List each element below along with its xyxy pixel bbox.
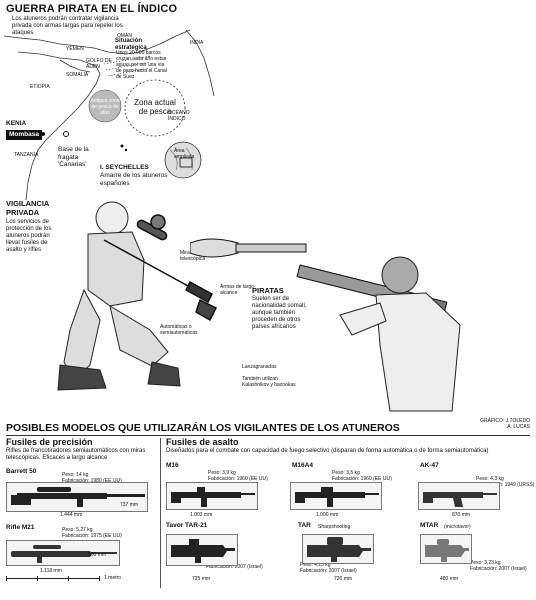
map-label-india: INDIA — [190, 40, 204, 46]
map-label-oman: OMÁN — [117, 33, 132, 39]
gun-dim2-barrett: 1.444 mm — [60, 512, 83, 518]
models-title: POSIBLES MODELOS QUE UTILIZARÁN LOS VIGI… — [6, 422, 400, 434]
callout-tambien: También utilizan Kalashnikov y bazookas — [242, 376, 296, 388]
gun-spec-m16: Peso: 3,9 kg Fabricación: 1960 (EE UU) — [208, 470, 268, 482]
graphic-credit: GRÁFICO: J.TOLEDO A. LUCAS — [480, 418, 530, 430]
inset-label: Área ampliada — [174, 148, 195, 160]
section-divider — [6, 435, 530, 436]
gun-image-tar — [302, 534, 374, 564]
gun-image-tavor — [166, 534, 238, 566]
gun-image-mtar — [420, 534, 472, 564]
gun-image-ak47 — [418, 482, 500, 510]
gun-dim1-barrett: 737 mm — [120, 502, 139, 508]
scale-label: 1 metro — [104, 575, 121, 581]
intro-text: Los atuneros podrán contratar vigilancia… — [12, 16, 123, 36]
gun-name-ak47: AK-47 — [420, 462, 439, 469]
gun-dim1-m21: 560 mm — [88, 552, 107, 558]
map-label-mombasa: Mombasa — [6, 130, 42, 140]
gun-image-m16 — [166, 482, 258, 510]
piratas-text: Suelen ser de nacionalidad somalí, aunqu… — [252, 296, 307, 330]
map-label-yemen: YEMEN — [66, 46, 84, 52]
gun-dim-tavor: 725 mm — [192, 576, 211, 582]
gun-dim-m16: 1.003 mm — [190, 512, 213, 518]
map-label-kenia: KENIA — [6, 120, 27, 127]
inset-globe — [164, 141, 202, 179]
pirate-illustration — [190, 238, 461, 412]
old-zone-label: Antigua zona de pesca de atún — [90, 98, 120, 116]
gun-sub-tar: Sharpshooting — [318, 524, 351, 530]
gun-name-m21: Rifle M21 — [6, 524, 35, 531]
callout-armas-largas: Armas de largo alcance — [220, 284, 254, 296]
gun-dim-tar: 720 mm — [334, 576, 353, 582]
map-label-etiopia: ETIOPÍA — [30, 84, 50, 90]
callout-automaticas: Automáticas o semiautomáticas — [160, 324, 198, 336]
callout-lanzagranadas: Lanzagranadas — [242, 364, 277, 370]
gun-dim-ak47: 870 mm — [452, 512, 471, 518]
precision-desc: Rifles de francotiradores semiautomático… — [6, 448, 146, 461]
map-label-golfo: GOLFO DE ADÉN — [86, 58, 112, 70]
current-zone-label: Zona actual de pesca — [134, 98, 176, 116]
scale-ruler — [6, 576, 100, 581]
gun-dim-m16a4: 1.000 mm — [316, 512, 339, 518]
gun-name-mtar: MTAR — [420, 522, 439, 529]
callout-mira: Mira telescópica — [180, 250, 206, 262]
map-label-somalia: SOMALIA — [66, 72, 89, 78]
strategic-title: Situación estratégica — [115, 38, 147, 51]
gun-spec-tar: Peso: 4,25 kg Fabricación: 2007 (Israel) — [300, 562, 357, 574]
asalto-title: Fusiles de asalto — [166, 437, 239, 447]
soldier-illustration — [57, 201, 218, 391]
map-label-tanzania: TANZANIA — [14, 152, 39, 158]
gun-dim2-m21: 1.118 mm — [40, 568, 62, 574]
map-graphic — [3, 29, 215, 201]
gun-dim-mtar: 480 mm — [440, 576, 459, 582]
strategic-text: Unos 20.000 barcos cruzan cada año estas… — [116, 50, 167, 80]
gun-name-m16a4: M16A4 — [292, 462, 313, 469]
gun-name-barrett: Barrett 50 — [6, 468, 37, 475]
gun-name-tavor: Tavor TAR-21 — [166, 522, 208, 529]
gun-image-barrett — [6, 482, 148, 512]
map-label-oceano: OCÉANO ÍNDICO — [168, 110, 190, 122]
gun-spec-mtar: Peso: 3,23 kg Fabricación: 2007 (Israel) — [470, 560, 527, 572]
vigilancia-text: Los servicios de protección de los atune… — [6, 219, 52, 253]
seychelles-label: I. SEYCHELLES — [100, 164, 149, 171]
gun-image-m16a4 — [290, 482, 382, 510]
asalto-desc: Diseñados para el combate con capacidad … — [166, 448, 489, 454]
page-title: GUERRA PIRATA EN EL ÍNDICO — [6, 3, 178, 15]
gun-spec-m21: Peso: 5,27 kg Fabricación: 1975 (EE UU) — [62, 527, 122, 539]
precision-title: Fusiles de precisión — [6, 437, 93, 447]
gun-spec-m16a4: Peso: 3,5 kg Fabricación: 1960 (EE UU) — [332, 470, 392, 482]
piratas-title: PIRATAS — [252, 286, 284, 295]
gun-sub-mtar: (microtavor) — [444, 524, 471, 530]
gun-name-m16: M16 — [166, 462, 179, 469]
gun-name-tar: TAR — [298, 522, 311, 529]
vigilancia-title: VIGILANCIA PRIVADA — [6, 199, 50, 217]
base-label: Base de la fragata 'Canarias' — [58, 146, 89, 168]
gun-image-m21 — [6, 540, 120, 566]
gun-spec-barrett: Peso: 14 kg Fabricación: 1980 (EE UU) — [62, 472, 122, 484]
seychelles-note: Amarre de los atuneros españoles — [100, 172, 168, 187]
column-divider — [160, 438, 161, 588]
